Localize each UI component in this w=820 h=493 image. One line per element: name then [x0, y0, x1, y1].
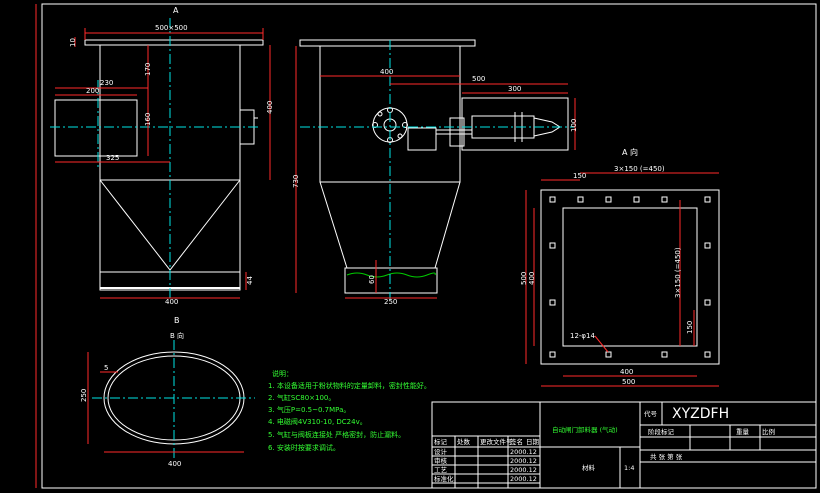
a-dim-pitch-top: 3×150 (=450): [614, 165, 665, 173]
oval-dim-5: 5: [104, 364, 108, 372]
a-view-outer-flange: [540, 189, 720, 365]
tb-code-label: 代号: [644, 409, 658, 418]
tb-row-role: 工艺: [434, 466, 448, 474]
dim-325: 325: [106, 154, 119, 162]
note-5: 5. 气缸与阀板连接处 严格密封，防止漏料。: [268, 430, 405, 439]
dim-170: 170: [144, 63, 152, 76]
tb-weight-label: 重量: [736, 428, 750, 436]
side-dim-60: 60: [368, 275, 376, 284]
tb-scale: 1:4: [624, 464, 634, 472]
note-4: 4. 电磁阀4V310-10, DC24v。: [268, 417, 367, 426]
a-dim-150-top: 150: [573, 172, 586, 180]
tb-row-role: 审核: [434, 456, 448, 465]
view-label-b: B: [174, 316, 180, 325]
tb-code: XYZDFH: [672, 406, 729, 422]
drawing-border: [41, 3, 817, 489]
tb-row-role: 设计: [434, 447, 448, 456]
tb-scale-label: 比例: [762, 427, 775, 436]
tb-row-date: 2000.12: [510, 475, 537, 483]
note-6: 6. 安装时按要求调试。: [268, 443, 340, 452]
side-dim-730: 730: [292, 175, 300, 188]
tb-row-date: 2000.12: [510, 466, 537, 474]
oval-dim-250: 250: [80, 389, 88, 402]
view-label-a-view: A 向: [622, 147, 638, 157]
a-dim-holes: 12-φ14: [570, 332, 596, 340]
side-dim-300: 300: [508, 85, 521, 93]
view-label-a-top: A: [173, 6, 179, 15]
tb-header-1: 处数: [457, 437, 471, 446]
tb-header-4: 日期: [526, 438, 540, 446]
a-dim-400-left: 400: [528, 272, 536, 285]
dim-200: 200: [86, 87, 99, 95]
tb-stage-label: 阶段标记: [648, 427, 675, 436]
a-dim-pitch-right: 3×150 (=450): [674, 247, 682, 298]
note-2: 2. 气缸SC80×100。: [268, 393, 335, 402]
a-dim-500-left: 500: [520, 272, 528, 285]
a-dim-150-right: 150: [686, 321, 694, 334]
dim-outlet: 44: [246, 276, 254, 285]
b-view-sub: B 向: [170, 331, 184, 340]
side-view: 400 500 300 100 730 60 250: [292, 39, 578, 306]
side-dim-500: 500: [472, 75, 485, 83]
tb-sheet-label: 共 张 第 张: [650, 452, 683, 461]
front-top-flange: [84, 39, 264, 46]
notes-block: 说明： 1. 本设备适用于粉状物料的定量卸料，密封性能好。 2. 气缸SC80×…: [268, 369, 431, 452]
dim-400-bottom: 400: [165, 298, 178, 306]
tb-row-date: 2000.12: [510, 448, 537, 456]
tb-row-date: 2000.12: [510, 457, 537, 465]
a-view-inner-opening: [562, 207, 698, 347]
front-view: 500×500 10 230 200 170 160 325 400 400 4…: [50, 6, 274, 306]
tb-product-name: 自动闸门卸料器 (气动): [552, 425, 618, 434]
side-dim-250: 250: [384, 298, 397, 306]
a-dim-400-bottom: 400: [620, 368, 633, 376]
b-view: B B 向 5 250 400: [80, 316, 255, 468]
side-cylinder: [461, 97, 569, 151]
note-1: 1. 本设备适用于粉状物料的定量卸料，密封性能好。: [268, 381, 431, 390]
notes-title: 说明：: [272, 369, 293, 378]
tb-header-0: 标记: [434, 437, 448, 446]
tb-material-label: 材料: [582, 463, 596, 472]
tb-row-role: 标准化: [434, 474, 454, 483]
tb-header-3: 签名: [510, 437, 523, 446]
a-dim-500-bottom: 500: [622, 378, 635, 386]
oval-dim-400: 400: [168, 460, 181, 468]
tb-header-2: 更改文件号: [480, 437, 513, 446]
dim-160: 160: [144, 113, 152, 126]
front-cylinder-box: [54, 99, 138, 157]
side-dim-100: 100: [570, 119, 578, 132]
title-block: 自动闸门卸料器 (气动) 代号 XYZDFH 阶段标记 重量 比例 1:4 共 …: [431, 401, 817, 489]
side-dim-400: 400: [380, 68, 393, 76]
dim-400-side: 400: [266, 101, 274, 114]
a-view: A 向 150 3×150: [520, 147, 720, 387]
a-view-bolt-holes: [549, 196, 711, 358]
side-top-flange: [299, 39, 476, 47]
side-outlet: [344, 267, 438, 294]
dim-top-width: 500×500: [155, 24, 188, 32]
note-3: 3. 气压P=0.5~0.7MPa。: [268, 405, 350, 414]
dim-230: 230: [100, 79, 113, 87]
title-block-frame: [431, 401, 817, 489]
dim-flange-thk: 10: [69, 38, 77, 47]
